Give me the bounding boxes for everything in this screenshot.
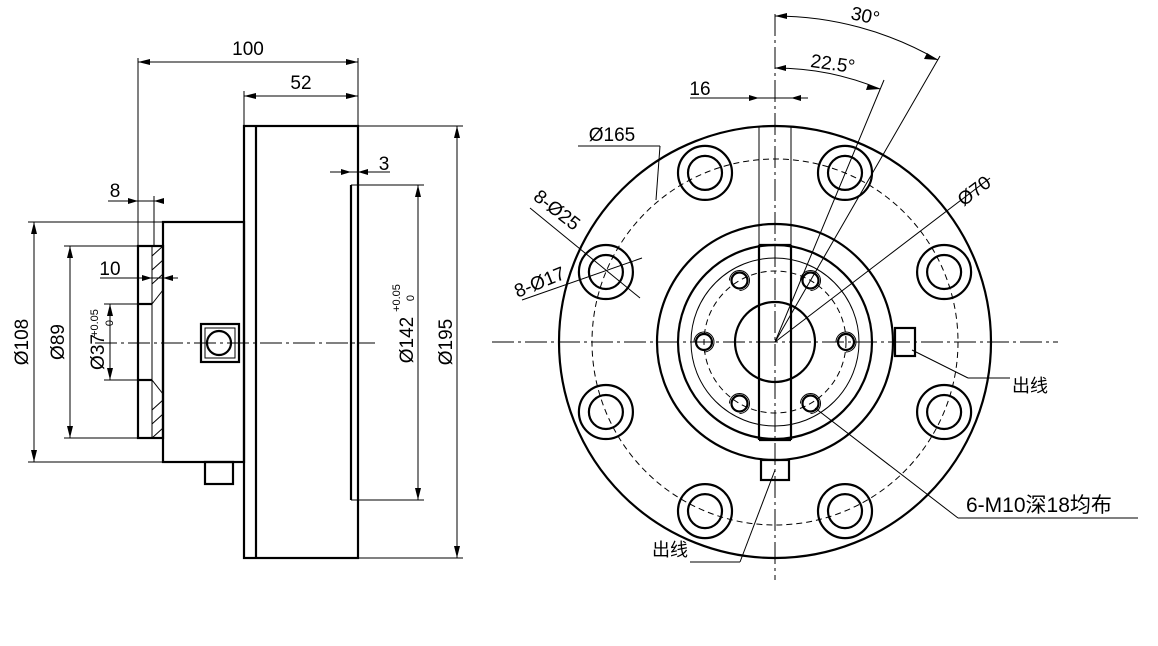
body-outline — [242, 124, 360, 560]
thread-hole — [800, 270, 821, 291]
note-threads: 6-M10深18均布 — [966, 494, 1112, 517]
cable-outlet-right — [893, 326, 917, 358]
tol-d37-lower: 0 — [104, 320, 116, 326]
angle-line-22 — [774, 79, 885, 343]
dim-width-16: 16 — [689, 79, 710, 100]
flange-outline — [136, 244, 165, 440]
tol-d142-lower: 0 — [405, 295, 417, 301]
front-view: 16 22.5° 30° Ø165 8-Ø25 8-Ø17 Ø70 出线 — [492, 3, 1138, 580]
bore-chamfer-top — [151, 289, 164, 305]
angle-arc-30 — [774, 15, 939, 61]
dim-d37: Ø37 — [88, 334, 109, 370]
thread-hole — [729, 270, 750, 291]
cable-outlet — [203, 460, 235, 486]
cable-outlet-bottom — [759, 458, 791, 482]
thread-holes — [693, 270, 857, 414]
hub-inner-circle — [690, 257, 860, 427]
outer-flange-circle — [557, 124, 993, 560]
side-view: 100 52 8 10 3 Ø108 Ø — [12, 39, 463, 560]
dim-body-52: 52 — [290, 73, 311, 94]
tol-d37-upper: +0.05 — [89, 309, 101, 337]
tol-d142-upper: +0.05 — [391, 284, 403, 312]
thread-pitch-circle — [703, 270, 847, 414]
dim-d142: Ø142 — [397, 317, 418, 363]
bolt-hole — [577, 383, 635, 441]
dim-flange-8: 8 — [110, 181, 121, 202]
dim-recess-10: 10 — [99, 259, 120, 280]
bolt-hole — [676, 483, 734, 540]
bolt-holes — [577, 144, 973, 540]
thread-hole — [693, 331, 715, 353]
bolt-hole — [816, 483, 874, 540]
center-bore — [733, 300, 817, 384]
bore-chamfer-bottom — [151, 379, 164, 395]
bolt-hole — [915, 383, 973, 441]
bolt-hole — [915, 243, 973, 301]
dim-d89: Ø89 — [48, 324, 69, 360]
flange-hatch — [151, 245, 164, 439]
dim-d108: Ø108 — [12, 319, 33, 365]
dim-8-d17: 8-Ø17 — [512, 263, 569, 302]
dim-step-3: 3 — [379, 154, 390, 175]
thread-hole — [729, 393, 750, 414]
dim-d165: Ø165 — [589, 125, 635, 146]
bolt-hole — [676, 144, 734, 201]
bolt-circle — [591, 158, 959, 526]
label-cable-right: 出线 — [1012, 376, 1048, 396]
label-cable-bottom: 出线 — [652, 540, 688, 560]
thread-hole — [800, 393, 821, 414]
bolt-hole — [577, 243, 635, 301]
dim-8-d25: 8-Ø25 — [529, 186, 584, 235]
dim-d195: Ø195 — [436, 319, 457, 365]
dim-length-100: 100 — [232, 39, 264, 60]
thread-hole — [835, 331, 857, 353]
angle-22-5: 22.5° — [809, 51, 856, 78]
angle-line-30 — [774, 55, 941, 343]
